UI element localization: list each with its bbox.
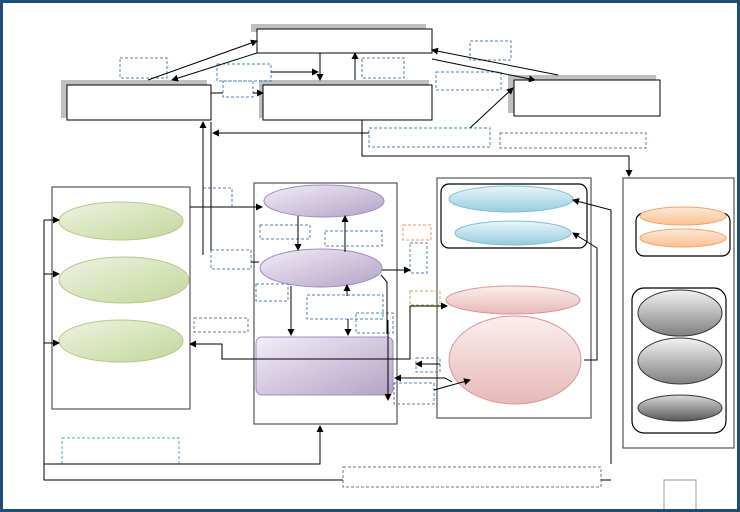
label-box — [259, 224, 311, 240]
green-node-2 — [58, 256, 190, 304]
label-box — [222, 80, 254, 98]
small-box — [663, 479, 697, 509]
gray-node-1 — [637, 289, 723, 337]
label-box — [119, 57, 168, 79]
label-box — [61, 437, 180, 465]
label-box — [409, 242, 428, 274]
label-box — [324, 230, 383, 247]
connectors — [43, 39, 633, 481]
label-box — [342, 466, 602, 488]
purple-node-2 — [259, 248, 383, 288]
orange-node-2 — [639, 228, 727, 248]
panel-far-right — [622, 177, 735, 449]
gray-node-3 — [637, 394, 723, 422]
green-node-1 — [58, 201, 184, 241]
panel-left — [51, 186, 191, 410]
cyan-node-2 — [454, 220, 572, 246]
label-box — [355, 312, 394, 334]
label-box — [469, 40, 512, 61]
label-box — [361, 57, 405, 79]
top-box — [256, 28, 433, 54]
label-box — [216, 63, 272, 82]
panel-middle — [253, 182, 398, 425]
label-box — [499, 132, 647, 149]
label-box — [415, 357, 441, 373]
label-box — [368, 127, 491, 148]
red-node-1 — [445, 285, 581, 315]
green-node-3 — [58, 319, 184, 363]
gray-node-2 — [637, 337, 723, 385]
label-box — [255, 283, 289, 302]
left-box — [66, 84, 212, 121]
cyan-node-1 — [448, 185, 574, 213]
center-box — [262, 84, 433, 121]
panel-right — [436, 177, 592, 419]
right-box — [513, 79, 661, 117]
red-node-2 — [448, 315, 582, 405]
label-box — [202, 187, 233, 208]
orange-node-1 — [639, 206, 727, 226]
label-box — [193, 317, 249, 333]
label-box — [435, 71, 502, 91]
label-box — [393, 382, 435, 405]
label-box — [402, 224, 432, 241]
purple-node-1 — [263, 184, 385, 218]
label-box — [210, 249, 252, 270]
label-box — [409, 290, 441, 306]
group-cyan — [440, 183, 588, 249]
purple-process — [255, 336, 394, 396]
group-gray — [631, 287, 727, 434]
label-box — [306, 294, 384, 320]
